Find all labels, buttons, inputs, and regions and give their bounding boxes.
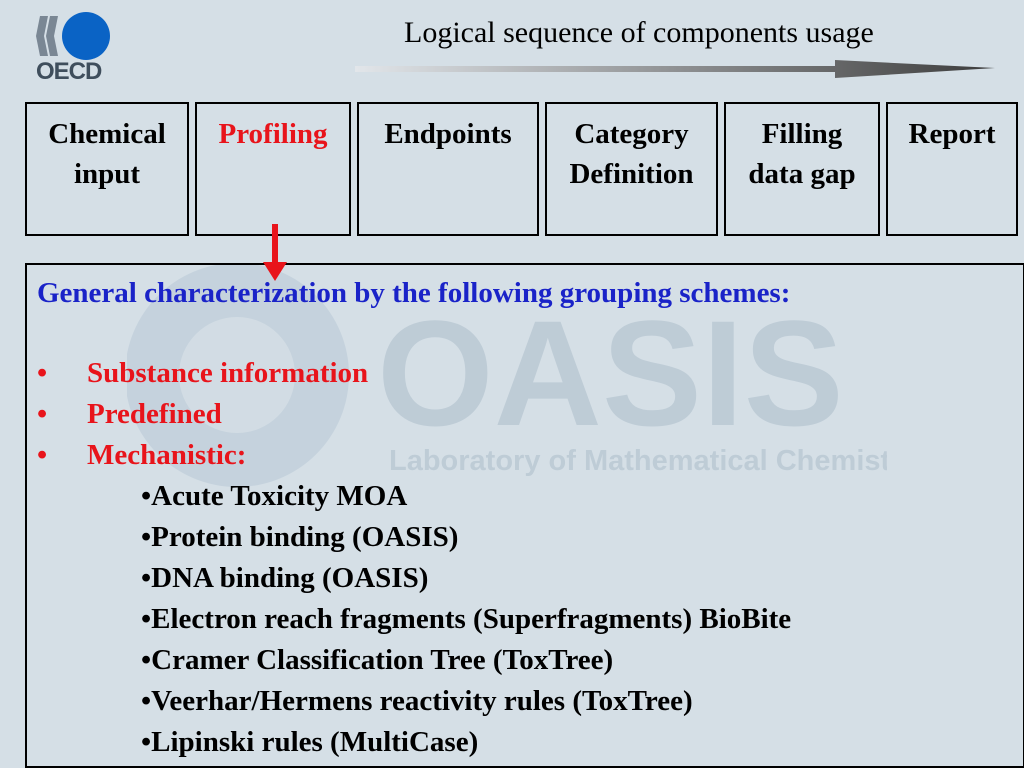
step-label: Report: [908, 118, 996, 150]
step-label: data gap: [748, 158, 856, 190]
sub-item: •Electron reach fragments (Superfragment…: [141, 603, 791, 636]
step-chemical-input[interactable]: Chemical input: [25, 102, 189, 236]
sub-bullet: •: [141, 480, 152, 512]
sub-item: •Veerhar/Hermens reactivity rules (ToxTr…: [141, 685, 693, 718]
step-label: Definition: [569, 158, 694, 190]
oecd-logo: [36, 12, 110, 60]
step-filling-data-gap[interactable]: Filling data gap: [724, 102, 880, 236]
step-report[interactable]: Report: [886, 102, 1018, 236]
sub-bullet: •: [141, 644, 152, 676]
bullet-text: Predefined: [87, 398, 222, 430]
down-arrow-icon: [263, 224, 287, 281]
step-label: Filling: [761, 118, 843, 150]
step-label: Category: [574, 118, 689, 150]
watermark-title: OASIS: [377, 289, 844, 457]
step-label: Endpoints: [384, 118, 512, 150]
step-endpoints[interactable]: Endpoints: [357, 102, 539, 236]
watermark-subtitle: Laboratory of Mathematical Chemistry: [389, 445, 887, 477]
bullet-text: Mechanistic:: [87, 439, 247, 471]
bullet-dot: •: [37, 357, 48, 389]
bullet-dot: •: [37, 398, 48, 430]
sub-item-text: Protein binding (OASIS): [151, 521, 459, 553]
bullet-item: • Substance information: [37, 357, 368, 390]
bullet-dot: •: [37, 439, 48, 471]
sub-item-text: DNA binding (OASIS): [151, 562, 429, 594]
sub-bullet: •: [141, 685, 152, 717]
sub-item: •Cramer Classification Tree (ToxTree): [141, 644, 613, 677]
sub-bullet: •: [141, 562, 152, 594]
sub-bullet: •: [141, 521, 152, 553]
sub-item: •Acute Toxicity MOA: [141, 480, 407, 513]
sub-item: •DNA binding (OASIS): [141, 562, 428, 595]
step-label: input: [73, 158, 141, 190]
step-category-definition[interactable]: Category Definition: [545, 102, 718, 236]
sub-item-text: Acute Toxicity MOA: [151, 480, 408, 512]
profiling-panel: OASIS Laboratory of Mathematical Chemist…: [25, 263, 1024, 768]
bullet-item: • Predefined: [37, 398, 222, 431]
step-label: Chemical: [48, 118, 166, 150]
bullet-text: Substance information: [87, 357, 369, 389]
sub-item-text: Electron reach fragments (Superfragments…: [151, 603, 792, 635]
sub-bullet: •: [141, 603, 152, 635]
bullet-item: • Mechanistic:: [37, 439, 246, 472]
sequence-arrow: [355, 60, 995, 78]
sub-item: •Protein binding (OASIS): [141, 521, 458, 554]
sub-item: •Lipinski rules (MultiCase): [141, 726, 478, 759]
sub-bullet: •: [141, 726, 152, 758]
step-label: Profiling: [218, 118, 328, 150]
sub-item-text: Cramer Classification Tree (ToxTree): [151, 644, 614, 676]
oecd-logo-text: OECD: [36, 58, 102, 85]
panel-heading: General characterization by the followin…: [37, 277, 791, 309]
oasis-watermark: OASIS Laboratory of Mathematical Chemist…: [127, 265, 887, 487]
sub-item-text: Veerhar/Hermens reactivity rules (ToxTre…: [151, 685, 693, 717]
step-profiling[interactable]: Profiling: [195, 102, 351, 236]
sequence-title: Logical sequence of components usage: [404, 16, 874, 49]
sub-item-text: Lipinski rules (MultiCase): [151, 726, 479, 758]
